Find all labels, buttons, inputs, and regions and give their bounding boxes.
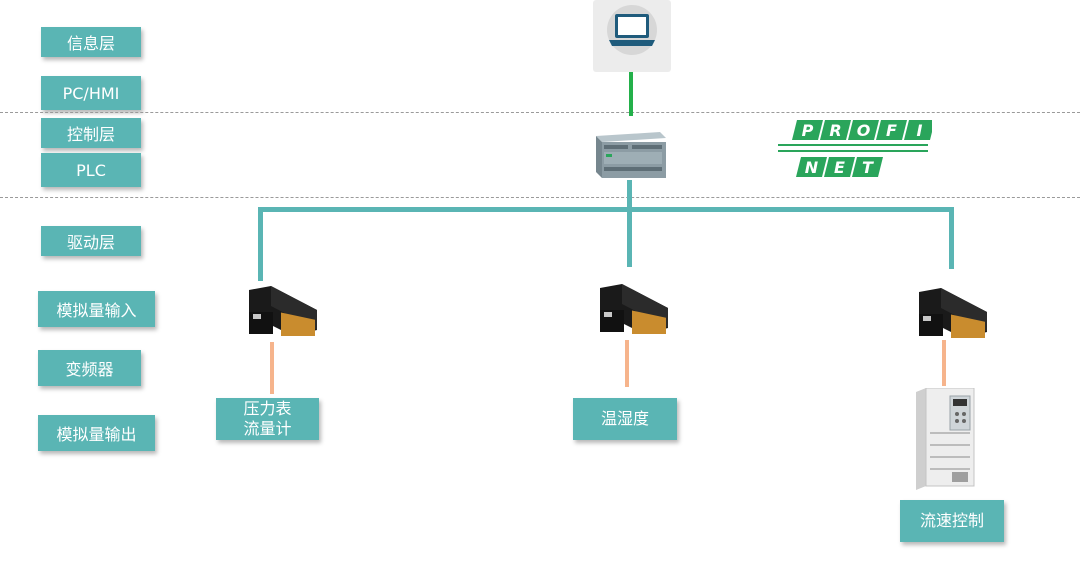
layer-inverter: 变频器 (38, 350, 141, 386)
pressure-flow-meter-box: 压力表 流量计 (216, 398, 319, 440)
layer-analog-input: 模拟量输入 (38, 291, 155, 327)
profinet-row1-letter: I (917, 121, 923, 140)
layer-drive: 驱动层 (41, 226, 141, 256)
io-module-right-icon (911, 286, 989, 346)
profinet-row1-tile (792, 120, 823, 140)
divider-info-control (0, 112, 1080, 113)
profinet-row2-letter: N (805, 158, 819, 177)
laptop-icon (593, 0, 671, 72)
flow-speed-control-box: 流速控制 (900, 500, 1004, 542)
profinet-row1-tile (876, 120, 907, 140)
plc-bus-drop (627, 180, 632, 210)
profinet-bus (258, 207, 954, 212)
profinet-row2-letter: E (834, 158, 845, 177)
profinet-row2-letter: T (862, 158, 874, 177)
layer-plc-label: PLC (76, 160, 106, 180)
io-sensor-link-center (625, 340, 629, 387)
layer-plc: PLC (41, 153, 141, 187)
bus-drop-right (949, 207, 954, 269)
io-module-center-icon (592, 282, 670, 342)
layer-pc-hmi: PC/HMI (41, 76, 141, 110)
temp-humidity-label: 温湿度 (600, 409, 649, 428)
layer-drive-label: 驱动层 (66, 233, 115, 252)
profinet-row1-letter: O (857, 121, 871, 140)
layer-analog-input-label: 模拟量输入 (56, 301, 137, 320)
flow-speed-control-label: 流速控制 (919, 511, 984, 530)
layer-analog-output-label: 模拟量输出 (56, 425, 137, 444)
profinet-row1-letter: R (829, 121, 841, 140)
layer-info: 信息层 (41, 27, 141, 57)
profinet-row1-tile (820, 120, 851, 140)
io-vfd-link-right (942, 340, 946, 386)
layer-inverter-label: 变频器 (65, 360, 114, 379)
profinet-row2-tile (852, 157, 883, 177)
io-sensor-link-left (270, 342, 274, 394)
profinet-row2-tile (824, 157, 855, 177)
profinet-row1-tile (904, 120, 935, 140)
profinet-row2-tile (796, 157, 827, 177)
io-module-left-icon (241, 284, 319, 344)
pressure-gauge-label: 压力表 (243, 399, 292, 418)
plc-icon (592, 128, 668, 180)
divider-control-drive (0, 197, 1080, 198)
profinet-row1-letter: F (886, 121, 897, 140)
pc-plc-link (629, 54, 633, 116)
temp-humidity-box: 温湿度 (573, 398, 677, 440)
vfd-icon (912, 387, 978, 492)
flow-meter-label: 流量计 (243, 419, 292, 438)
bus-drop-center (627, 207, 632, 267)
layer-analog-output: 模拟量输出 (38, 415, 155, 451)
layer-control-label: 控制层 (66, 125, 115, 144)
profinet-row1-letter: P (802, 121, 814, 140)
layer-info-label: 信息层 (66, 34, 115, 53)
layer-pc-hmi-label: PC/HMI (62, 83, 120, 103)
profinet-row1-tile (848, 120, 879, 140)
layer-control: 控制层 (41, 118, 141, 148)
bus-drop-left (258, 207, 263, 281)
